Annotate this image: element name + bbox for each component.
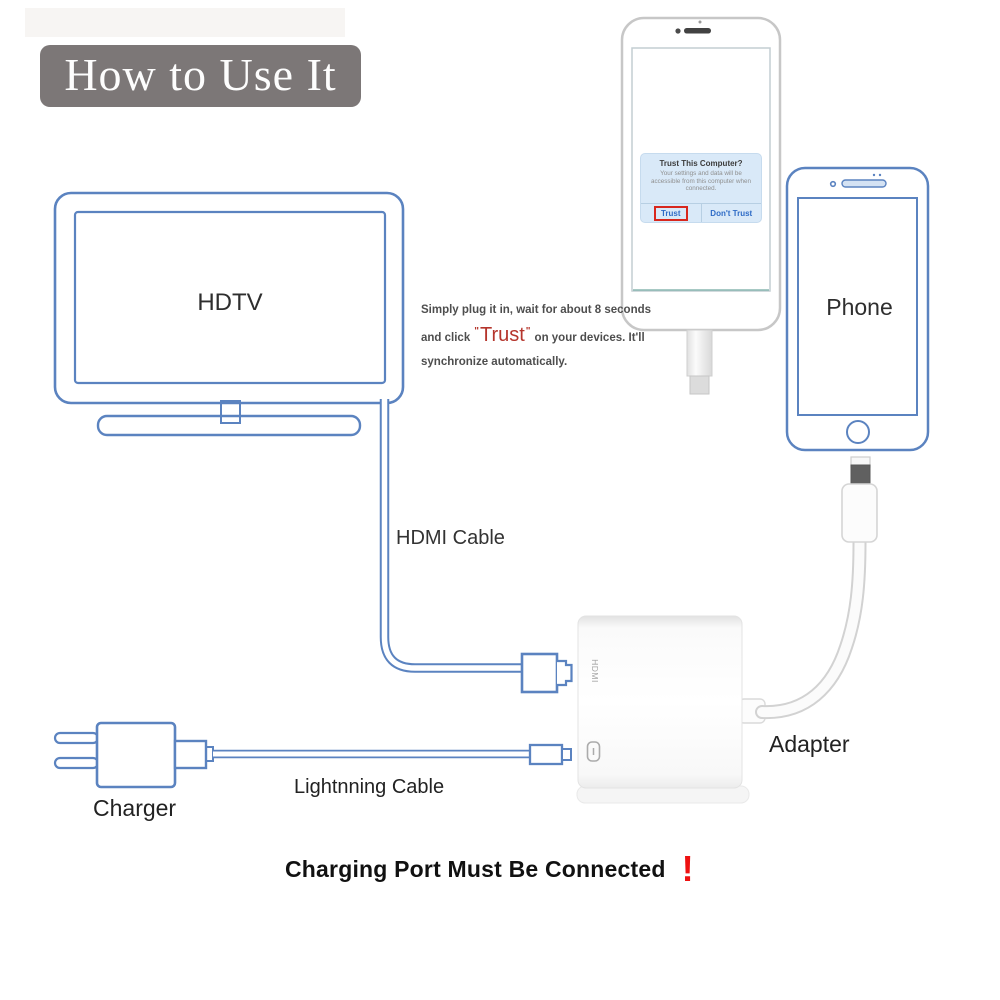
- tv-stand-base: [96, 414, 362, 437]
- hdmi-cable-illustration: [379, 399, 573, 694]
- quote-close: ": [525, 326, 531, 337]
- phone-illustration: [785, 166, 930, 452]
- adapter-label: Adapter: [769, 731, 850, 757]
- hdmi-connector-icon: [520, 652, 559, 694]
- speaker-icon: [684, 28, 711, 34]
- sensor-dot-icon: [698, 20, 702, 24]
- adapter-lightning-port-icon: [586, 741, 601, 762]
- instruction-line-3: synchronize automatically.: [421, 356, 568, 368]
- usb-socket: [173, 739, 208, 770]
- trust-dialog-buttons: Trust Don't Trust: [641, 203, 761, 222]
- adapter-illustration: [576, 615, 766, 804]
- quote-open: ": [474, 326, 479, 337]
- adapter-hdmi-port-label: HDMI: [590, 659, 600, 683]
- trust-dialog: Trust This Computer? Your settings and d…: [640, 153, 762, 223]
- instruction-line2-after: on your devices. It'll: [534, 332, 645, 344]
- lightning-cable-label: Lightnning Cable: [294, 776, 445, 798]
- tv-stand-neck: [220, 400, 241, 424]
- charger-label: Charger: [93, 795, 177, 821]
- phone-label: Phone: [826, 294, 893, 320]
- trust-button-area[interactable]: Trust: [641, 204, 701, 222]
- page-title: How to Use It: [40, 45, 361, 107]
- instruction-line-1: Simply plug it in, wait for about 8 seco…: [421, 304, 652, 316]
- lightning-cable-illustration: [213, 743, 572, 766]
- charger-illustration: [53, 721, 214, 789]
- instruction-line2-before: and click: [421, 332, 471, 344]
- adapter-bottom-band: [576, 785, 750, 804]
- plug-prong: [53, 756, 100, 770]
- warning-text: Charging Port Must Be Connected: [285, 856, 666, 882]
- camera-dot-icon: [675, 28, 681, 34]
- trust-dialog-body: Your settings and data will be accessibl…: [650, 170, 752, 193]
- exclamation-icon: !: [681, 848, 694, 889]
- camera-dot-icon: [829, 180, 837, 188]
- speaker-icon: [841, 179, 887, 188]
- trust-button[interactable]: Trust: [653, 205, 688, 221]
- lightning-connector-icon: [528, 743, 564, 766]
- home-button-icon: [846, 420, 870, 444]
- plug-prong: [53, 731, 100, 745]
- warning-banner: Charging Port Must Be Connected !: [285, 848, 694, 889]
- lightning-plug-body: [841, 483, 878, 543]
- adapter-body: [577, 615, 743, 789]
- lightning-plug-icon: [686, 329, 713, 377]
- hdtv-label: HDTV: [197, 289, 263, 316]
- hdtv-illustration: [53, 191, 405, 437]
- dont-trust-button[interactable]: Don't Trust: [700, 204, 762, 222]
- top-strip: [25, 8, 345, 37]
- hdmi-cable-label: HDMI Cable: [396, 527, 505, 549]
- trust-word-highlight: Trust: [479, 324, 525, 346]
- instruction-line-2: and click"Trust"on your devices. It'll: [421, 324, 645, 347]
- trust-dialog-title: Trust This Computer?: [659, 159, 743, 168]
- adapter-phone-cable-illustration: [755, 456, 878, 720]
